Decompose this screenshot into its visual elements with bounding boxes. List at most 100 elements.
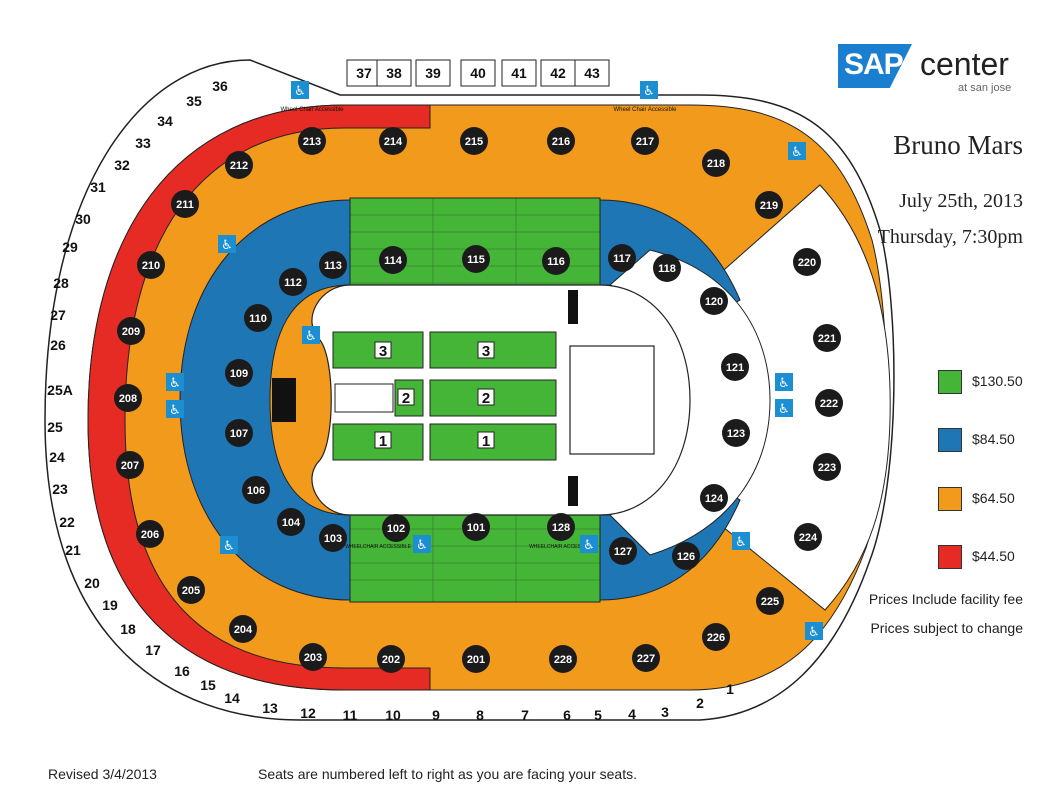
section-221-badge[interactable] (813, 324, 841, 352)
wheelchair-glyph-icon: ♿ (305, 329, 317, 344)
section-115-badge[interactable] (462, 245, 490, 273)
section-110-badge[interactable] (244, 304, 272, 332)
suite-26-label: 26 (50, 337, 66, 353)
suite-30-label: 30 (75, 211, 91, 227)
section-110-label: 110 (249, 313, 267, 325)
section-128-badge[interactable] (547, 513, 575, 541)
section-217-badge[interactable] (631, 127, 659, 155)
section-115-label: 115 (467, 254, 485, 266)
section-109-badge[interactable] (225, 359, 253, 387)
legend-swatch-orange (938, 487, 962, 511)
wheelchair-glyph-icon: ♿ (221, 238, 233, 253)
section-227-badge[interactable] (632, 644, 660, 672)
section-228-badge[interactable] (549, 645, 577, 673)
section-107-badge[interactable] (225, 419, 253, 447)
section-223-badge[interactable] (813, 453, 841, 481)
section-106-badge[interactable] (242, 476, 270, 504)
section-113-label: 113 (324, 260, 342, 272)
floor-section-2-label: 2 (482, 390, 490, 407)
suite-27-label: 27 (50, 307, 66, 323)
wheelchair-icon (580, 535, 598, 553)
suite-23-label: 23 (52, 481, 68, 497)
section-215-badge[interactable] (460, 127, 488, 155)
suite-20-label: 20 (84, 575, 100, 591)
suite-41-label: 41 (511, 65, 527, 81)
suite-40-label: 40 (470, 65, 486, 81)
section-103-badge[interactable] (319, 524, 347, 552)
section-209-label: 209 (122, 326, 140, 338)
suite-32-label: 32 (114, 157, 130, 173)
section-206-label: 206 (141, 529, 159, 541)
wheelchair-label-217: Wheel Chair Accessible (613, 107, 677, 113)
suite-34-label: 34 (157, 113, 173, 129)
suite-5-label: 5 (594, 707, 602, 723)
legend-price-blue: $84.50 (972, 431, 1015, 447)
section-220-badge[interactable] (793, 248, 821, 276)
section-225-badge[interactable] (756, 587, 784, 615)
section-114-badge[interactable] (379, 246, 407, 274)
section-207-badge[interactable] (116, 451, 144, 479)
section-113-badge[interactable] (319, 251, 347, 279)
section-224-badge[interactable] (794, 523, 822, 551)
suite-7-label: 7 (521, 707, 529, 723)
wheelchair-glyph-icon: ♿ (169, 403, 181, 418)
wheelchair-label-128: WHEELCHAIR ACCESSIBLE (529, 544, 596, 550)
section-203-label: 203 (304, 652, 322, 664)
suite-37-label: 37 (356, 65, 372, 81)
section-209-badge[interactable] (117, 317, 145, 345)
section-126-badge[interactable] (672, 542, 700, 570)
at-san-jose-text: at san jose (958, 82, 1012, 94)
section-216-badge[interactable] (547, 127, 575, 155)
section-206-badge[interactable] (136, 520, 164, 548)
legend-item-red: $44.50 (938, 545, 1038, 569)
section-214-badge[interactable] (379, 127, 407, 155)
section-203-badge[interactable] (299, 643, 327, 671)
section-118-badge[interactable] (653, 254, 681, 282)
section-201-badge[interactable] (462, 645, 490, 673)
section-226-badge[interactable] (702, 623, 730, 651)
section-212-badge[interactable] (225, 151, 253, 179)
wheelchair-glyph-icon: ♿ (808, 625, 820, 640)
section-121-badge[interactable] (721, 353, 749, 381)
section-202-badge[interactable] (377, 645, 405, 673)
section-123-badge[interactable] (722, 419, 750, 447)
section-101-badge[interactable] (462, 513, 490, 541)
section-218-badge[interactable] (702, 149, 730, 177)
section-201-label: 201 (467, 654, 485, 666)
section-116-badge[interactable] (542, 247, 570, 275)
section-117-label: 117 (613, 253, 631, 265)
section-211-badge[interactable] (171, 190, 199, 218)
section-124-badge[interactable] (700, 484, 728, 512)
event-date: July 25th, 2013 (899, 190, 1023, 212)
section-120-badge[interactable] (700, 287, 728, 315)
wheelchair-glyph-icon: ♿ (791, 145, 803, 160)
section-127-badge[interactable] (609, 537, 637, 565)
floor-block-2b (429, 379, 557, 417)
wheelchair-icon (218, 235, 236, 253)
section-213-badge[interactable] (298, 127, 326, 155)
section-222-badge[interactable] (815, 389, 843, 417)
section-124-label: 124 (705, 493, 724, 505)
section-109-label: 109 (230, 368, 248, 380)
facility-fee-note: Prices Include facility fee (868, 591, 1023, 607)
section-210-badge[interactable] (137, 251, 165, 279)
section-121-label: 121 (726, 362, 744, 374)
section-118-label: 118 (658, 263, 676, 275)
suite-9-label: 9 (432, 707, 440, 723)
floor-section-3-label: 3 (379, 343, 387, 360)
suite-8-label: 8 (476, 707, 484, 723)
section-219-badge[interactable] (755, 191, 783, 219)
suite-1-label: 1 (726, 681, 734, 697)
floor-section-3-label: 3 (482, 343, 490, 360)
section-219-label: 219 (760, 200, 778, 212)
section-205-badge[interactable] (177, 576, 205, 604)
section-104-label: 104 (282, 517, 301, 529)
wheelchair-icon (775, 399, 793, 417)
section-117-badge[interactable] (608, 244, 636, 272)
section-102-badge[interactable] (382, 514, 410, 542)
section-104-badge[interactable] (277, 508, 305, 536)
suite-box-42 (540, 59, 576, 87)
section-204-badge[interactable] (229, 615, 257, 643)
section-208-badge[interactable] (114, 384, 142, 412)
section-112-badge[interactable] (279, 268, 307, 296)
